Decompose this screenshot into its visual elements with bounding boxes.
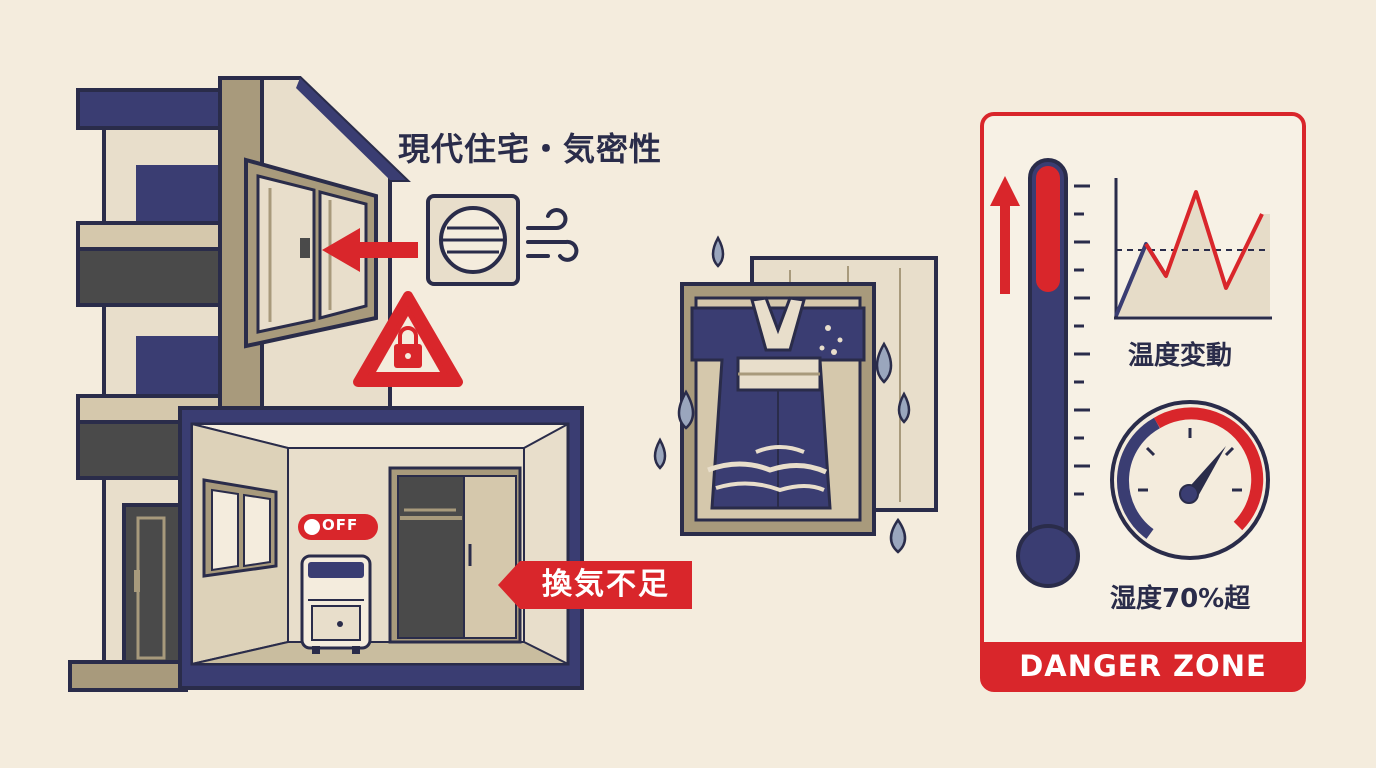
arrow-left-icon bbox=[322, 228, 418, 272]
gauge-icon bbox=[1110, 400, 1270, 560]
lock-warning-icon bbox=[353, 291, 463, 387]
thermometer-icon bbox=[1016, 158, 1090, 588]
dehumidifier-icon bbox=[300, 554, 372, 654]
arrow-up-icon bbox=[990, 176, 1020, 294]
humidity-over-label: 湿度70%超 bbox=[1110, 584, 1251, 614]
off-switch-icon bbox=[298, 514, 378, 540]
closet-icon bbox=[388, 466, 522, 644]
off-switch-label: OFF bbox=[322, 516, 359, 534]
water-drop-icon bbox=[653, 235, 911, 554]
vent-fan-icon bbox=[426, 194, 520, 286]
danger-zone-label: DANGER ZONE bbox=[1019, 649, 1267, 683]
lack-ventilation-tag bbox=[498, 561, 692, 609]
modern-house-title: 現代住宅・気密性 bbox=[398, 130, 663, 168]
wind-icon bbox=[526, 208, 579, 262]
line-chart-icon bbox=[1114, 178, 1272, 320]
kimono-icon bbox=[680, 256, 938, 536]
window-icon bbox=[244, 157, 378, 349]
room-cutaway bbox=[178, 406, 584, 690]
lack-ventilation-label: 換気不足 bbox=[542, 567, 670, 602]
temperature-fluctuation-label: 温度変動 bbox=[1128, 341, 1233, 371]
